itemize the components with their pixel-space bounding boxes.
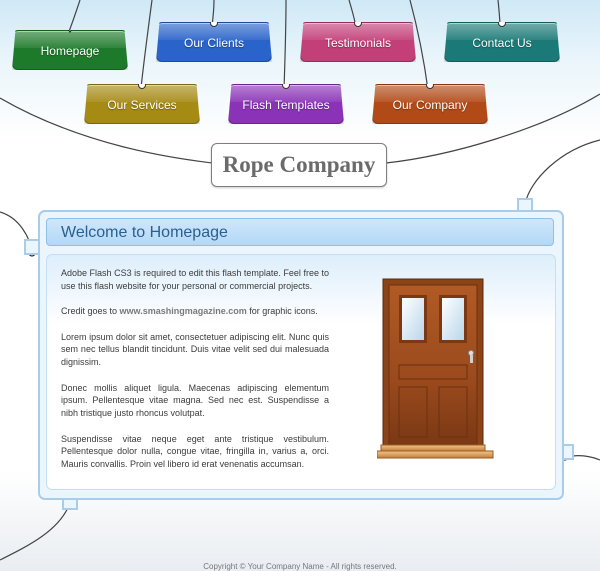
nav-flash-templates-button[interactable]: Flash Templates bbox=[228, 84, 344, 124]
nav-our-clients-button[interactable]: Our Clients bbox=[156, 22, 272, 62]
nav-our-services-button[interactable]: Our Services bbox=[84, 84, 200, 124]
nav-contact-us-label: Contact Us bbox=[472, 36, 532, 50]
nav-our-company-label: Our Company bbox=[392, 98, 468, 112]
door-icon bbox=[377, 278, 494, 459]
rope-hook-icon bbox=[498, 22, 506, 27]
nav-testimonials-button[interactable]: Testimonials bbox=[300, 22, 416, 62]
credit-prefix: Credit goes to bbox=[61, 306, 120, 317]
credit-link[interactable]: www.smashingmagazine.com bbox=[119, 306, 247, 317]
panel-title: Welcome to Homepage bbox=[61, 224, 228, 241]
footer-copyright: Copyright © Your Company Name - All righ… bbox=[203, 562, 397, 571]
paragraph-intro: Adobe Flash CS3 is required to edit this… bbox=[61, 268, 329, 291]
rope-hook-icon bbox=[138, 84, 146, 89]
paragraph-lorem: Lorem ipsum dolor sit amet, consectetuer… bbox=[61, 331, 329, 368]
paragraph-donec: Donec mollis aliquet ligula. Maecenas ad… bbox=[61, 382, 329, 419]
panel-body: Adobe Flash CS3 is required to edit this… bbox=[46, 254, 556, 490]
panel-header: Welcome to Homepage bbox=[46, 218, 554, 246]
nav-flash-templates-label: Flash Templates bbox=[242, 98, 330, 112]
site-logo[interactable]: Rope Company bbox=[211, 143, 387, 187]
rope-hook-icon bbox=[426, 84, 434, 89]
arrow-down-icon bbox=[64, 30, 76, 33]
nav-homepage-label: Homepage bbox=[40, 44, 100, 58]
paragraph-credit: Credit goes to www.smashingmagazine.com … bbox=[61, 305, 329, 318]
content-panel: Welcome to Homepage Adobe Flash CS3 is r… bbox=[38, 210, 564, 500]
nav-our-clients-label: Our Clients bbox=[183, 36, 245, 50]
nav-our-company-button[interactable]: Our Company bbox=[372, 84, 488, 124]
logo-text: Rope Company bbox=[222, 152, 376, 177]
nav-contact-us-button[interactable]: Contact Us bbox=[444, 22, 560, 62]
nav-our-services-label: Our Services bbox=[107, 98, 177, 112]
welcome-text: Adobe Flash CS3 is required to edit this… bbox=[61, 267, 329, 484]
paragraph-suspendisse: Suspendisse vitae neque eget ante tristi… bbox=[61, 433, 329, 470]
rope-hook-icon bbox=[282, 84, 290, 89]
rope-hook-icon bbox=[354, 22, 362, 27]
rope-hook-icon bbox=[210, 22, 218, 27]
credit-suffix: for graphic icons. bbox=[246, 306, 318, 317]
nav-testimonials-label: Testimonials bbox=[324, 36, 392, 50]
nav-homepage-button[interactable]: Homepage bbox=[12, 30, 128, 70]
